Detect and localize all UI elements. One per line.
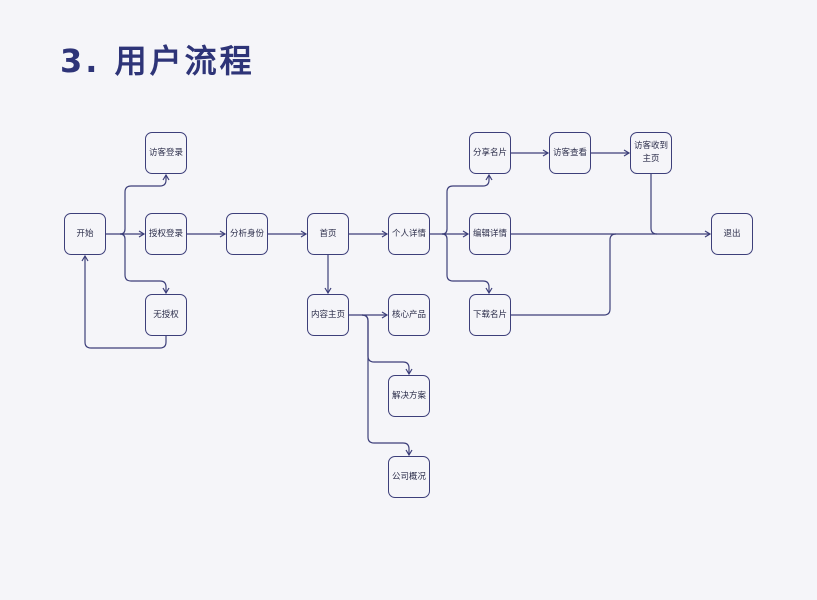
node-label: 分析身份 [229, 228, 264, 239]
node-edit-details: 编辑详情 [469, 213, 511, 255]
edge-receive-exit [650, 174, 658, 235]
node-label: 开始 [76, 228, 94, 239]
node-label: 分享名片 [472, 147, 507, 158]
edge-content-company [361, 314, 413, 457]
node-label: 解决方案 [391, 390, 426, 401]
node-company-overview: 公司概况 [388, 456, 430, 498]
node-content-home: 内容主页 [307, 294, 349, 336]
node-label: 个人详情 [391, 228, 426, 239]
edge-personal-download [441, 233, 493, 295]
edge-start-visitor-login [119, 173, 170, 235]
node-visitor-login: 访客登录 [145, 132, 187, 174]
node-label: 退出 [723, 228, 741, 239]
node-label: 访客登录 [148, 147, 183, 158]
page-title: 3. 用户流程 [60, 42, 255, 80]
node-label: 核心产品 [391, 309, 426, 320]
node-label: 授权登录 [148, 228, 183, 239]
node-label: 无授权 [153, 309, 179, 320]
node-identify: 分析身份 [226, 213, 268, 255]
node-personal-details: 个人详情 [388, 213, 430, 255]
node-no-auth: 无授权 [145, 294, 187, 336]
node-exit: 退出 [711, 213, 753, 255]
edge-start-no-auth [119, 233, 170, 295]
node-visitor-receive: 访客收到主页 [630, 132, 672, 174]
node-start: 开始 [64, 213, 106, 255]
node-label: 公司概况 [391, 471, 426, 482]
node-solutions: 解决方案 [388, 375, 430, 417]
node-label: 访客收到主页 [633, 141, 668, 164]
node-label: 访客查看 [552, 147, 587, 158]
edge-no-auth-start [81, 254, 167, 349]
node-auth-login: 授权登录 [145, 213, 187, 255]
edge-download-exit [511, 233, 617, 316]
node-label: 首页 [319, 228, 337, 239]
node-label: 编辑详情 [472, 228, 507, 239]
node-download-card: 下载名片 [469, 294, 511, 336]
node-label: 内容主页 [310, 309, 345, 320]
node-visitor-view: 访客查看 [549, 132, 591, 174]
node-core-products: 核心产品 [388, 294, 430, 336]
node-label: 下载名片 [472, 309, 507, 320]
edge-personal-share [441, 173, 493, 235]
node-home: 首页 [307, 213, 349, 255]
node-share-card: 分享名片 [469, 132, 511, 174]
